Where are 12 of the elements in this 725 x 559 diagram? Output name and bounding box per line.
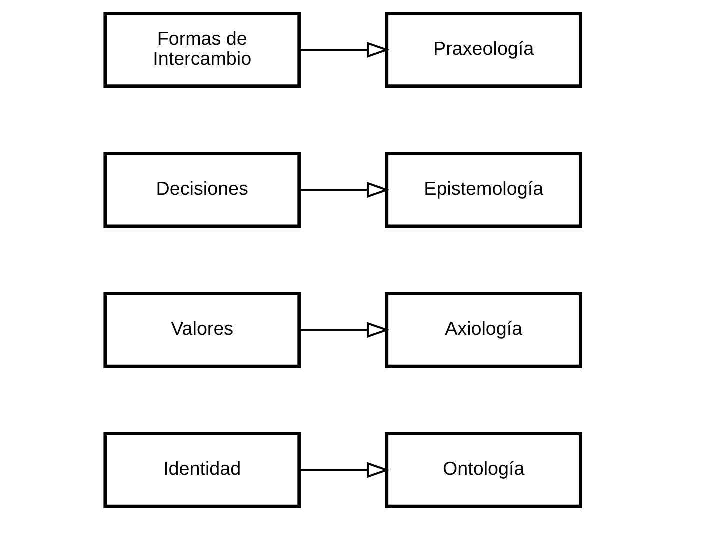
node-box: Axiología: [385, 292, 582, 368]
arrow: [300, 462, 390, 478]
node-box: Praxeología: [385, 12, 582, 88]
arrow: [300, 182, 390, 198]
node-box: Ontología: [385, 432, 582, 508]
node-box: Decisiones: [104, 152, 302, 228]
node-box: Valores: [104, 292, 302, 368]
node-box: Identidad: [104, 432, 302, 508]
arrow: [300, 42, 390, 58]
arrow: [300, 322, 390, 338]
node-box: Epistemología: [385, 152, 582, 228]
node-box: Formas de Intercambio: [104, 12, 302, 88]
